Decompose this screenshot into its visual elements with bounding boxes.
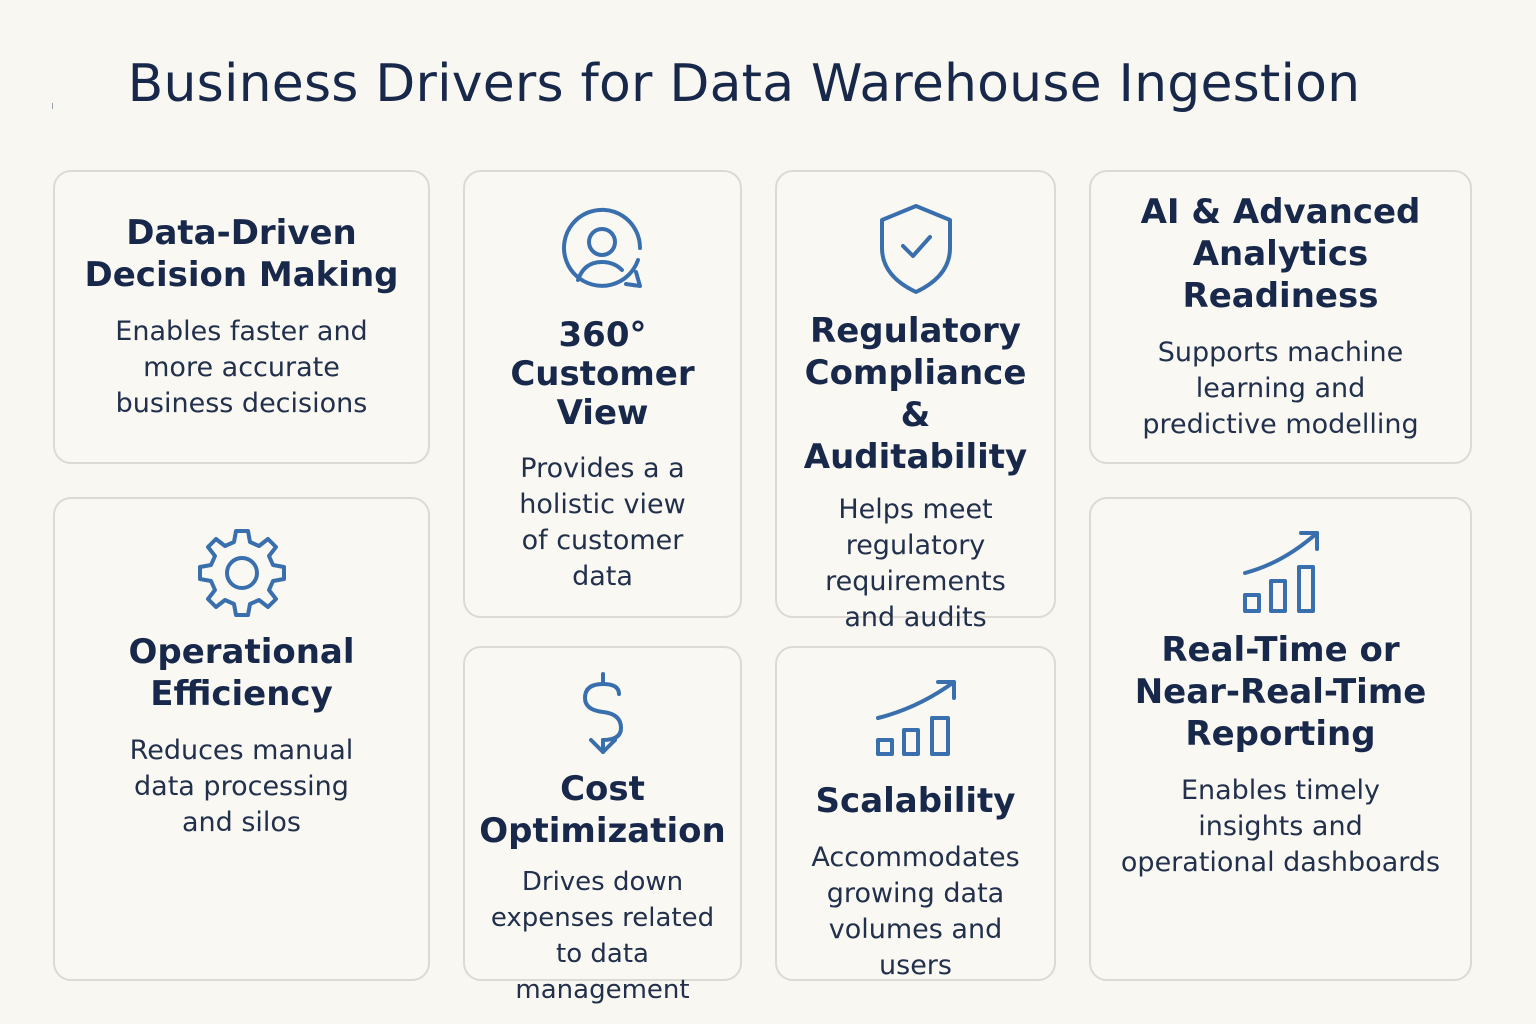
card-ai-advanced-analytics: AI & Advanced Analytics Readiness Suppor… [1089,170,1472,464]
card-title: Cost Optimization [479,769,726,851]
card-title: Scalability [815,781,1016,821]
page-title: Business Drivers for Data Warehouse Inge… [127,54,1361,114]
card-title: Real-Time or Near-Real-Time Reporting [1134,630,1427,754]
gear-icon [196,525,288,617]
card-description: Enables faster and more accurate busines… [115,316,368,419]
card-scalability: Scalability Accommodates growing data vo… [775,646,1056,981]
card-real-time-reporting: Real-Time or Near-Real-Time Reporting En… [1089,497,1472,981]
card-description: Provides a a holistic view of customer d… [519,453,686,592]
shield-check-icon [876,202,956,296]
card-operational-efficiency: Operational Efficiency Reduces manual da… [53,497,430,981]
growth-chart-icon [1241,529,1321,615]
card-360-customer-view: 360° Customer View Provides a a holistic… [463,170,742,618]
card-title: Data-Driven Decision Making [84,213,399,295]
card-regulatory-compliance: Regulatory Compliance & Auditability Hel… [775,170,1056,633]
card-title: Regulatory Compliance & Auditability [803,311,1028,477]
card-cost-optimization: Cost Optimization Drives down expenses r… [463,646,742,1005]
card-description: Supports machine learning and predictive… [1142,337,1419,440]
card-description: Reduces manual data processing and silos [129,735,354,838]
user-circle-icon [558,207,648,298]
card-description: Helps meet regulatory requirements and a… [825,494,1006,633]
card-title: Operational Efficiency [128,632,355,714]
card-description: Accommodates growing data volumes and us… [811,842,1020,981]
card-description: Enables timely insights and operational … [1120,775,1441,878]
growth-chart-icon [874,678,958,758]
margin-tick [52,103,53,109]
dollar-down-icon [575,672,631,756]
card-data-driven-decision-making: Data-Driven Decision Making Enables fast… [53,170,430,464]
card-description: Drives down expenses related to data man… [490,867,715,1005]
card-title: AI & Advanced Analytics Readiness [1140,192,1421,316]
card-title: 360° Customer View [510,315,695,433]
